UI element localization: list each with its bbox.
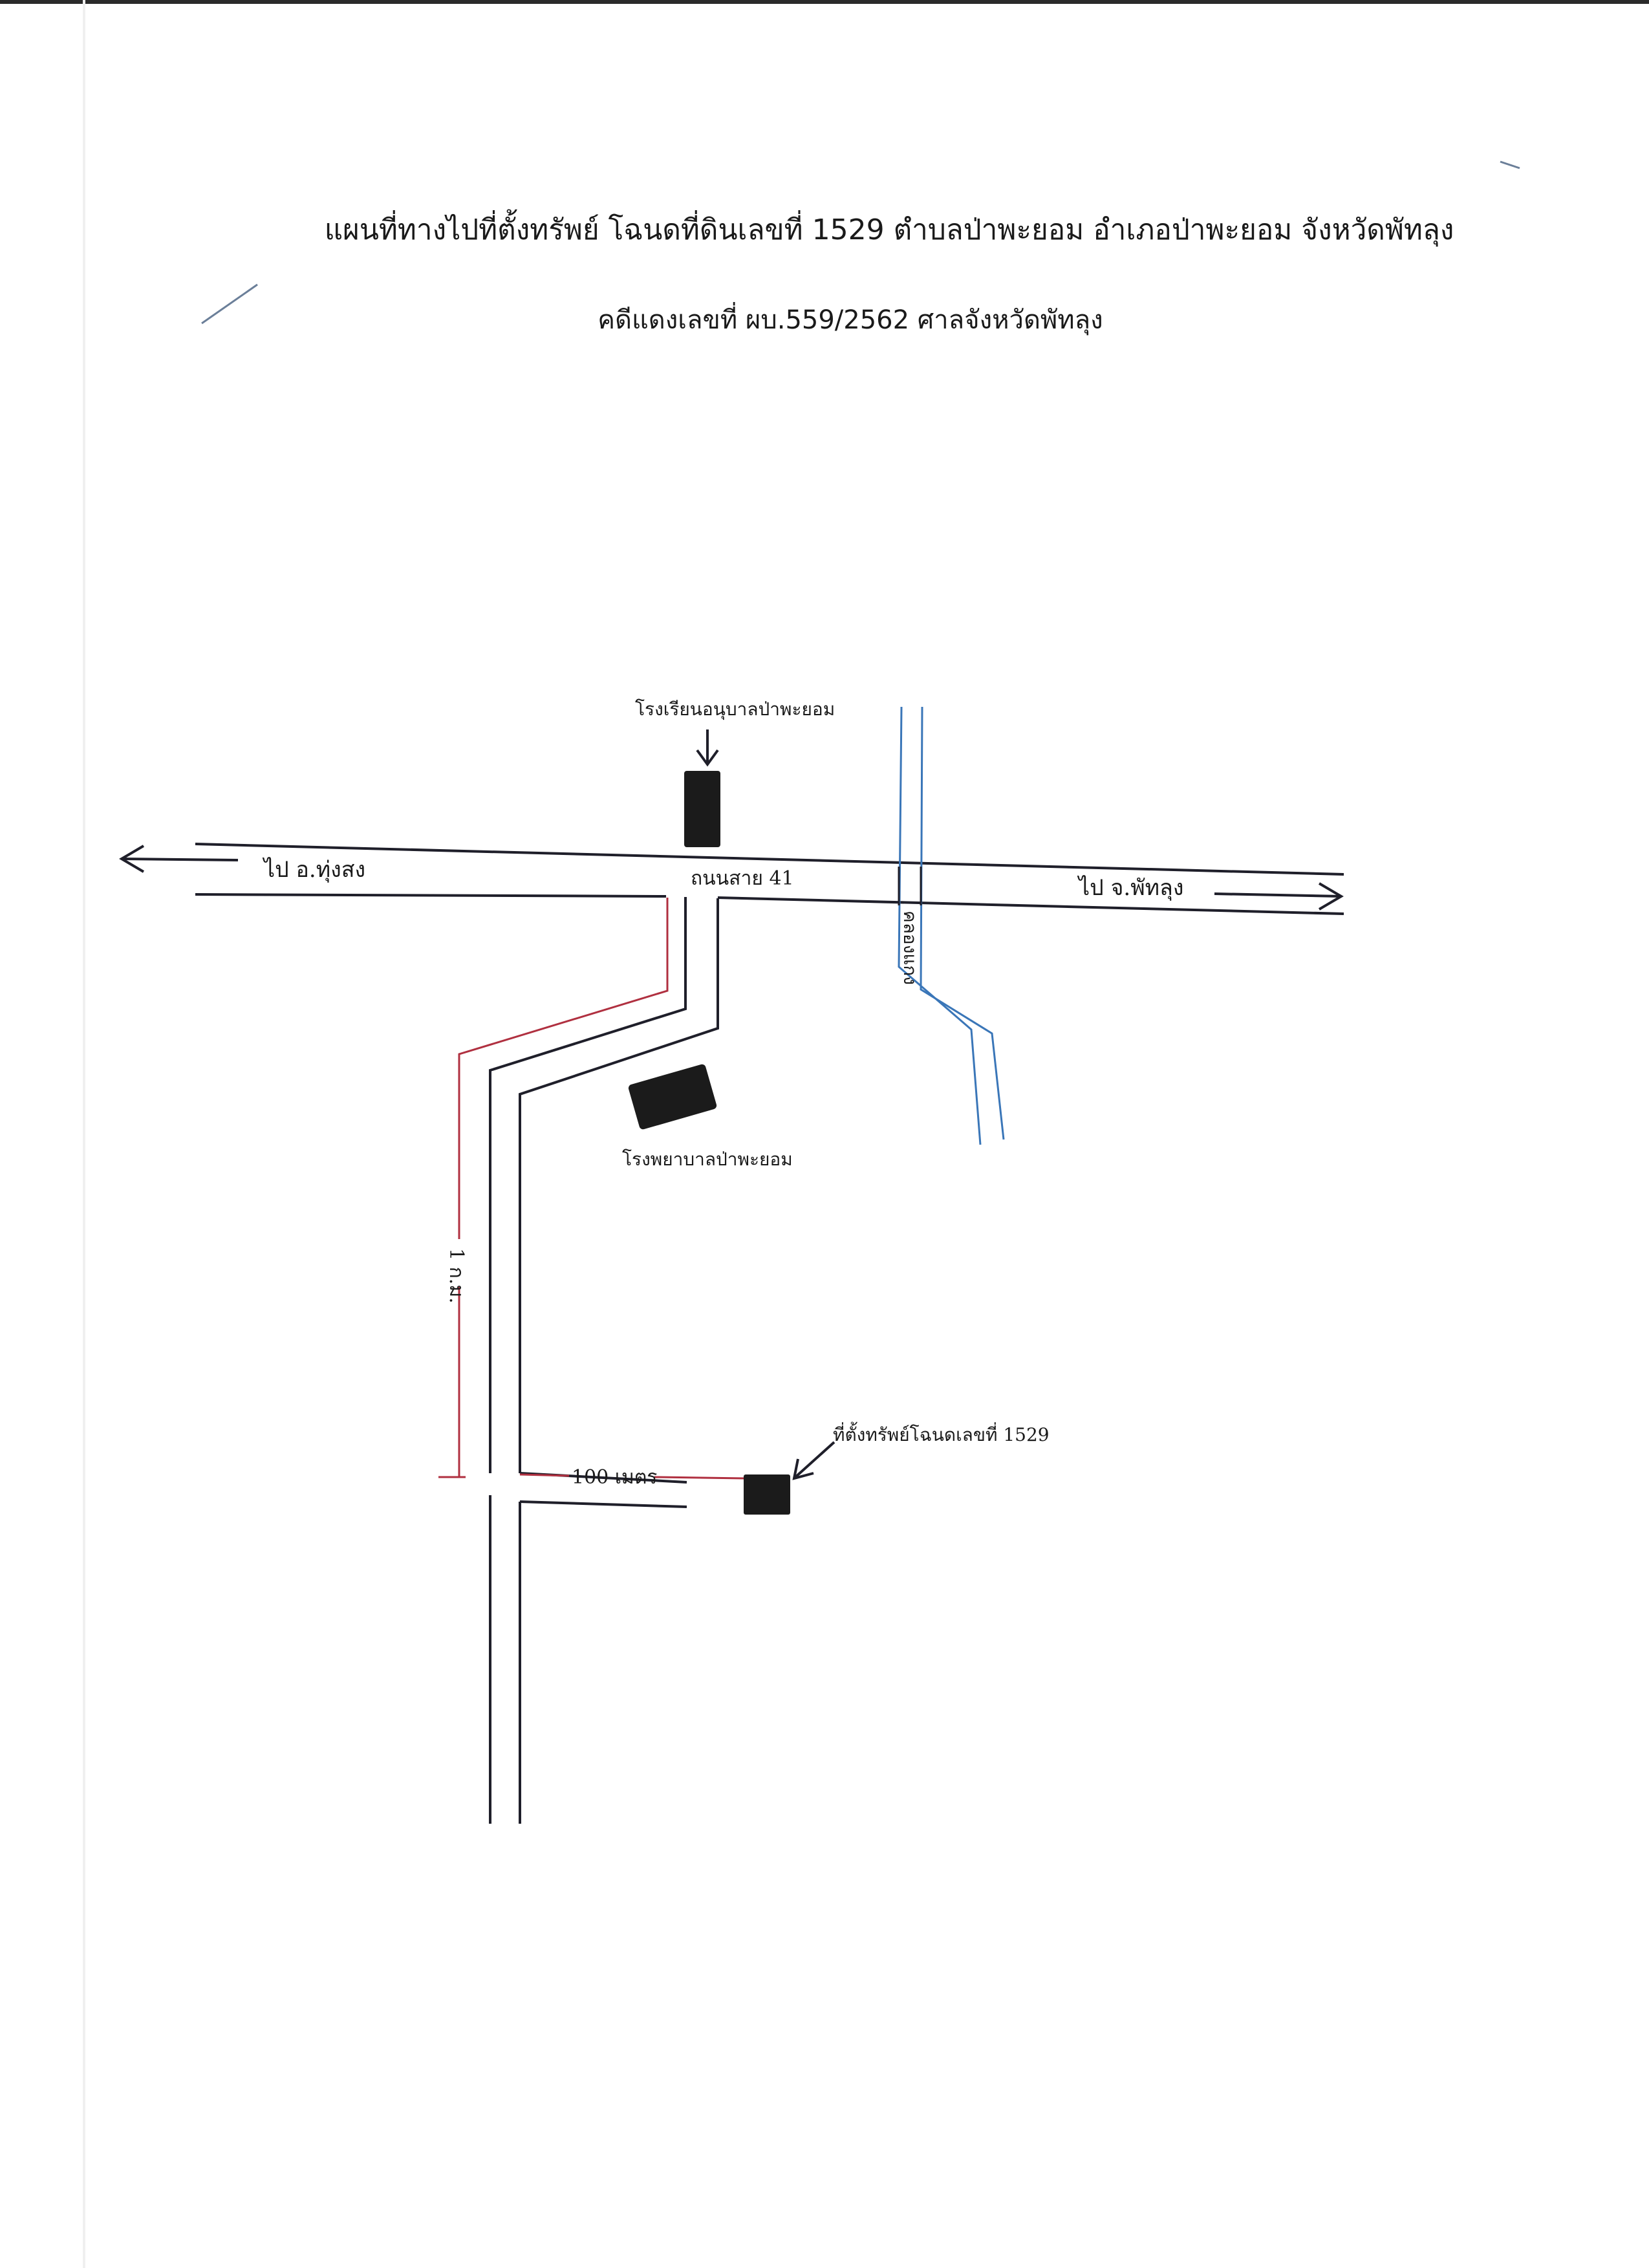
distance-line-1km bbox=[438, 898, 669, 1478]
to-east-label: ไป จ.พัทลุง bbox=[1077, 875, 1183, 901]
hospital-building bbox=[628, 1064, 717, 1130]
property-pointer-icon bbox=[792, 1441, 835, 1480]
map-title: แผนที่ทางไปที่ตั้งทรัพย์ โฉนดที่ดินเลขที… bbox=[324, 213, 1454, 246]
canal-label: คลองแกง bbox=[900, 911, 921, 985]
main-road-label: ถนนสาย 41 bbox=[691, 867, 794, 890]
distance-line-100m bbox=[519, 1473, 748, 1480]
property-marker bbox=[744, 1474, 790, 1515]
canal bbox=[898, 706, 1005, 1145]
main-road bbox=[195, 843, 1344, 915]
school-pointer-icon bbox=[696, 729, 719, 767]
school-building bbox=[684, 771, 720, 847]
school-label: โรงเรียนอนุบาลป่าพะยอม bbox=[635, 698, 835, 720]
side-road bbox=[489, 897, 719, 1824]
distance-100m-label: 100 เมตร bbox=[572, 1466, 657, 1489]
scan-edge bbox=[0, 0, 1649, 4]
property-label: ที่ตั้งทรัพย์โฉนดเลขที่ 1529 bbox=[833, 1421, 1050, 1445]
canal-crossing bbox=[898, 867, 922, 905]
scan-marks bbox=[201, 160, 1520, 325]
distance-1km-label: 1 ก.ม. bbox=[445, 1248, 468, 1304]
case-number: คดีแดงเลขที่ ผบ.559/2562 ศาลจังหวัดพัทลุ… bbox=[598, 305, 1103, 335]
arrow-east-icon bbox=[1214, 882, 1344, 911]
arrow-west-icon bbox=[119, 845, 239, 873]
to-west-label: ไป อ.ทุ่งสง bbox=[262, 857, 365, 883]
hospital-label: โรงพยาบาลป่าพะยอม bbox=[622, 1149, 793, 1170]
